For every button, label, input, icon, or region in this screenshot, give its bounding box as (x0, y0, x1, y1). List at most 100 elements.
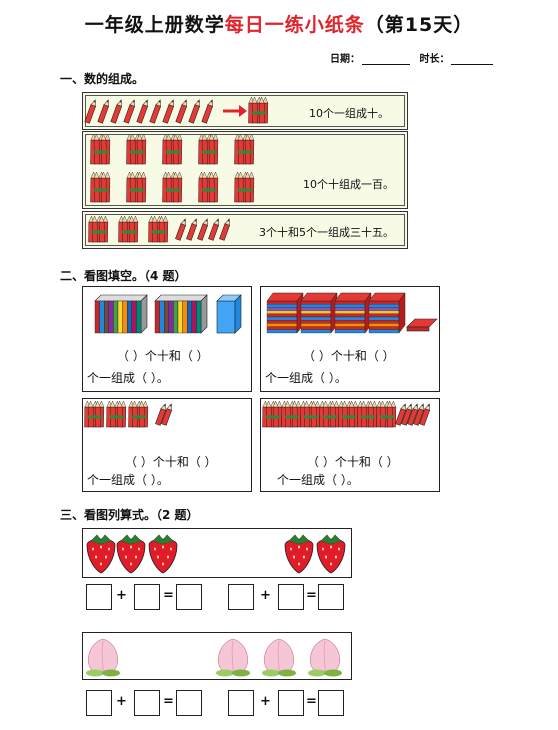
book-bundle-icon (94, 294, 148, 334)
strawberry-icon (86, 534, 116, 574)
pencil-bundle-icon (106, 400, 127, 428)
s2-q3-line1[interactable]: （ ）个十和（ ） (125, 455, 217, 469)
eq4-c-box[interactable] (318, 690, 344, 716)
pencil-bundle-icon (128, 400, 149, 428)
pencil-icon (161, 403, 173, 426)
date-field[interactable] (362, 54, 410, 65)
s2-q1-line2[interactable]: 个一组成（ ）。 (87, 371, 169, 385)
peach-icon (86, 638, 120, 677)
pencil-icon (419, 403, 431, 426)
strawberry-icon (148, 534, 178, 574)
pencil-bundle-icon (118, 215, 139, 243)
eq1-plus: + (116, 588, 127, 603)
book-stack-icon (300, 292, 338, 334)
eq2-a-box[interactable] (228, 584, 254, 610)
pencil-bundle-icon (234, 133, 255, 165)
pencil-bundles-graphic-2 (262, 400, 431, 428)
s2-q2-line1[interactable]: （ ）个十和（ ） (303, 349, 395, 363)
pencil-icon (110, 99, 123, 124)
pencil-icon (219, 218, 231, 241)
pencil-bundle-icon (248, 96, 269, 124)
s1-row3-box: 3个十和5个一组成三十五。 (82, 211, 408, 249)
pencil-bundle-icon (281, 400, 302, 428)
pencil-bundle-icon (198, 133, 219, 165)
single-book-icon (216, 294, 242, 334)
book-stack-icon (266, 292, 304, 334)
pencil-icon (407, 403, 419, 426)
pencil-icon (155, 403, 167, 426)
arrow-right-icon (223, 105, 247, 117)
eq4-plus: + (260, 694, 271, 709)
pencil-icon (186, 218, 198, 241)
date-label: 日期： (330, 54, 360, 65)
bundles-hundred-graphic (90, 133, 255, 203)
s1-row1-text: 10个一组成十。 (309, 107, 389, 120)
peach-icon (262, 638, 296, 677)
pencil-icon (413, 403, 425, 426)
eq1-b-box[interactable] (134, 584, 160, 610)
s2-q3-line2[interactable]: 个一组成（ ）。 (87, 473, 169, 487)
eq1-a-box[interactable] (86, 584, 112, 610)
strawberry-graphic (86, 534, 346, 574)
pencil-icon (395, 403, 407, 426)
eq3-c-box[interactable] (176, 690, 202, 716)
s1-row3-text: 3个十和5个一组成三十五。 (259, 226, 394, 239)
section1-heading: 一、数的组成。 (60, 72, 145, 86)
eq2-b-box[interactable] (278, 584, 304, 610)
pencil-bundle-icon (262, 400, 283, 428)
strawberry-icon (284, 534, 314, 574)
s2-q4-line1[interactable]: （ ）个十和（ ） (307, 455, 399, 469)
s2-q2-box: （ ）个十和（ ） 个一组成（ ）。 (260, 286, 440, 392)
eq3-a-box[interactable] (86, 690, 112, 716)
s2-q2-line2[interactable]: 个一组成（ ）。 (265, 371, 347, 385)
section3-heading: 三、看图列算式。（2 题） (60, 508, 199, 522)
title-red: 每日一练小纸条 (224, 14, 365, 36)
pencil-icon (201, 99, 214, 124)
s1-row2-text: 10个十组成一百。 (303, 178, 394, 191)
pencil-bundle-icon (198, 171, 219, 203)
strawberry-picture (82, 528, 352, 578)
pencil-bundle-icon (162, 171, 183, 203)
book-stack-icon (334, 292, 372, 334)
eq4-b-box[interactable] (278, 690, 304, 716)
eq3-plus: + (116, 694, 127, 709)
eq4-a-box[interactable] (228, 690, 254, 716)
time-label: 时长： (419, 54, 450, 65)
pencils-ten-graphic (84, 96, 269, 124)
pencil-icon (175, 99, 188, 124)
eq2-eq: = (306, 588, 317, 603)
title-black: 一年级上册数学 (84, 14, 225, 36)
pencil-icon (175, 218, 187, 241)
pencil-bundle-icon (84, 400, 105, 428)
eq2-c-box[interactable] (318, 584, 344, 610)
pencil-bundle-icon (234, 171, 255, 203)
pencil-bundle-icon (90, 171, 111, 203)
peach-graphic (86, 638, 342, 677)
peach-picture (82, 632, 352, 680)
time-field[interactable] (451, 54, 494, 65)
s2-q1-box: （ ）个十和（ ） 个一组成（ ）。 (82, 286, 252, 392)
pencil-icon (162, 99, 175, 124)
pencil-bundle-icon (162, 133, 183, 165)
pencil-bundle-icon (88, 215, 109, 243)
peach-icon (216, 638, 250, 677)
s2-q4-line2[interactable]: 个一组成（ ）。 (277, 473, 359, 487)
eq1-c-box[interactable] (176, 584, 202, 610)
s2-q4-box: （ ）个十和（ ） 个一组成（ ）。 (260, 398, 440, 492)
pencil-bundle-icon (126, 171, 147, 203)
book-stack-icon (368, 292, 406, 334)
eq2-plus: + (260, 588, 271, 603)
s2-q1-line1[interactable]: （ ）个十和（ ） (117, 349, 209, 363)
pencil-bundle-icon (300, 400, 321, 428)
eq4-eq: = (306, 694, 317, 709)
pencil-icon (401, 403, 413, 426)
bundles-35-graphic (88, 215, 231, 243)
strawberry-icon (316, 534, 346, 574)
title-day: （第15天） (364, 14, 474, 36)
pencil-icon (197, 218, 209, 241)
pencil-bundle-icon (90, 133, 111, 165)
book-bundle-icon (154, 294, 208, 334)
peach-icon (308, 638, 342, 677)
eq3-b-box[interactable] (134, 690, 160, 716)
pencil-bundle-icon (376, 400, 397, 428)
